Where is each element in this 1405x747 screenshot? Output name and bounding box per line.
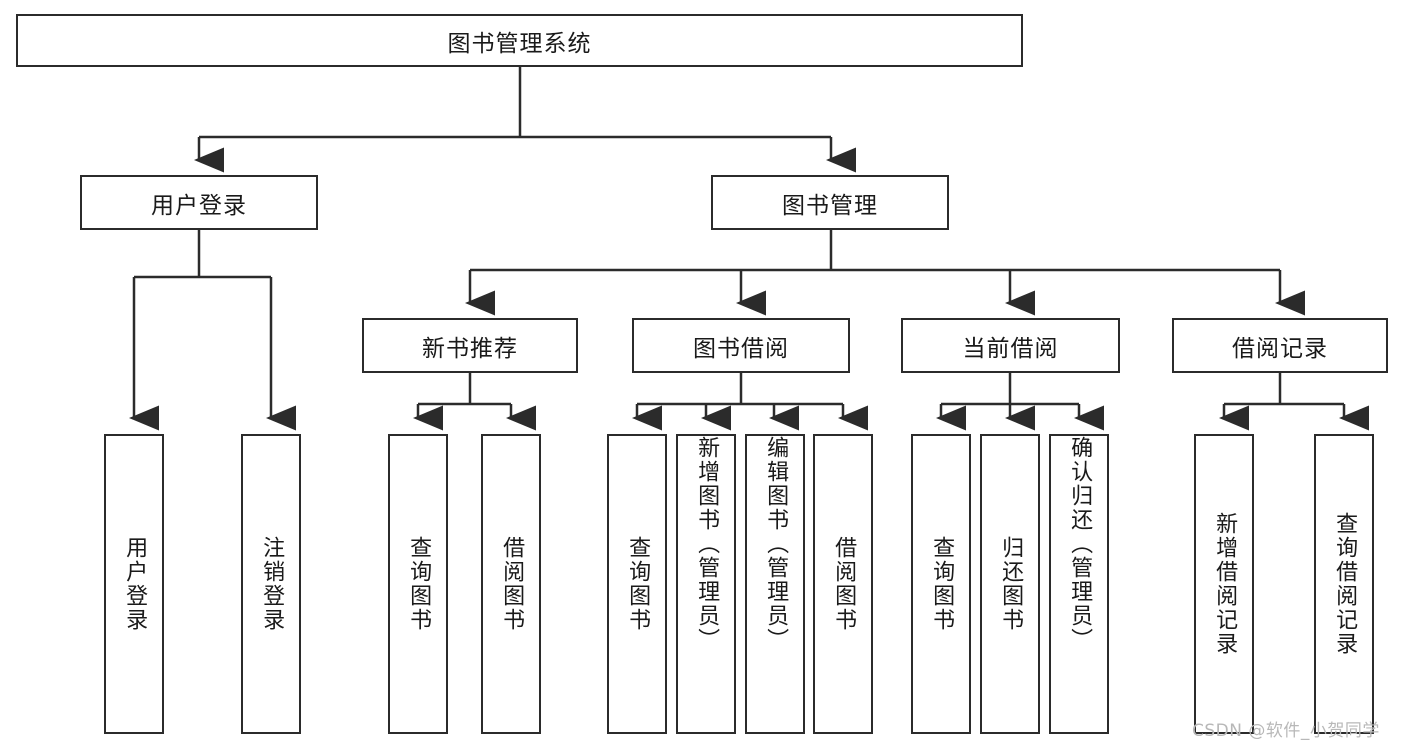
leaf-borrow-borrow-book[interactable]: 借阅图书: [813, 434, 873, 734]
leaf-current-return-book[interactable]: 归还图书: [980, 434, 1040, 734]
leaf-borrow-add-book-label: 新增图书（管理员）: [694, 436, 720, 652]
node-current-borrow[interactable]: 当前借阅: [901, 318, 1120, 373]
node-book-management[interactable]: 图书管理: [711, 175, 949, 230]
leaf-recommend-borrow-book[interactable]: 借阅图书: [481, 434, 541, 734]
leaf-borrow-add-book[interactable]: 新增图书（管理员）: [676, 434, 736, 734]
leaf-user-login-logout[interactable]: 注销登录: [241, 434, 301, 734]
node-user-login[interactable]: 用户登录: [80, 175, 318, 230]
watermark-text: CSDN @软件_小贺同学: [1192, 721, 1380, 741]
leaf-recommend-borrow-book-label: 借阅图书: [499, 536, 525, 632]
node-new-book-recommend-label: 新书推荐: [422, 335, 518, 362]
node-book-borrow-label: 图书借阅: [693, 335, 789, 362]
leaf-recommend-query-book[interactable]: 查询图书: [388, 434, 448, 734]
leaf-record-query-record-label: 查询借阅记录: [1332, 512, 1358, 656]
leaf-recommend-query-book-label: 查询图书: [406, 536, 432, 632]
leaf-current-query-book-label: 查询图书: [929, 536, 955, 632]
leaf-record-add-record-label: 新增借阅记录: [1212, 512, 1238, 656]
leaf-current-confirm-return[interactable]: 确认归还（管理员）: [1049, 434, 1109, 734]
leaf-current-query-book[interactable]: 查询图书: [911, 434, 971, 734]
leaf-borrow-edit-book-label: 编辑图书（管理员）: [763, 436, 789, 652]
leaf-current-confirm-return-label: 确认归还（管理员）: [1067, 436, 1093, 652]
leaf-current-return-book-label: 归还图书: [998, 536, 1024, 632]
node-root-label: 图书管理系统: [447, 30, 592, 57]
node-borrow-record-label: 借阅记录: [1232, 335, 1328, 362]
node-root[interactable]: 图书管理系统: [16, 14, 1023, 67]
leaf-borrow-edit-book[interactable]: 编辑图书（管理员）: [745, 434, 805, 734]
leaf-user-login-login-label: 用户登录: [122, 536, 148, 632]
node-book-borrow[interactable]: 图书借阅: [632, 318, 850, 373]
node-new-book-recommend[interactable]: 新书推荐: [362, 318, 578, 373]
leaf-user-login-logout-label: 注销登录: [259, 536, 285, 632]
leaf-record-query-record[interactable]: 查询借阅记录: [1314, 434, 1374, 734]
leaf-user-login-login[interactable]: 用户登录: [104, 434, 164, 734]
node-book-management-label: 图书管理: [782, 192, 878, 219]
leaf-record-add-record[interactable]: 新增借阅记录: [1194, 434, 1254, 734]
node-borrow-record[interactable]: 借阅记录: [1172, 318, 1388, 373]
leaf-borrow-query-book[interactable]: 查询图书: [607, 434, 667, 734]
leaf-borrow-query-book-label: 查询图书: [625, 536, 651, 632]
leaf-borrow-borrow-book-label: 借阅图书: [831, 536, 857, 632]
node-current-borrow-label: 当前借阅: [962, 335, 1059, 362]
node-user-login-label: 用户登录: [151, 192, 247, 219]
